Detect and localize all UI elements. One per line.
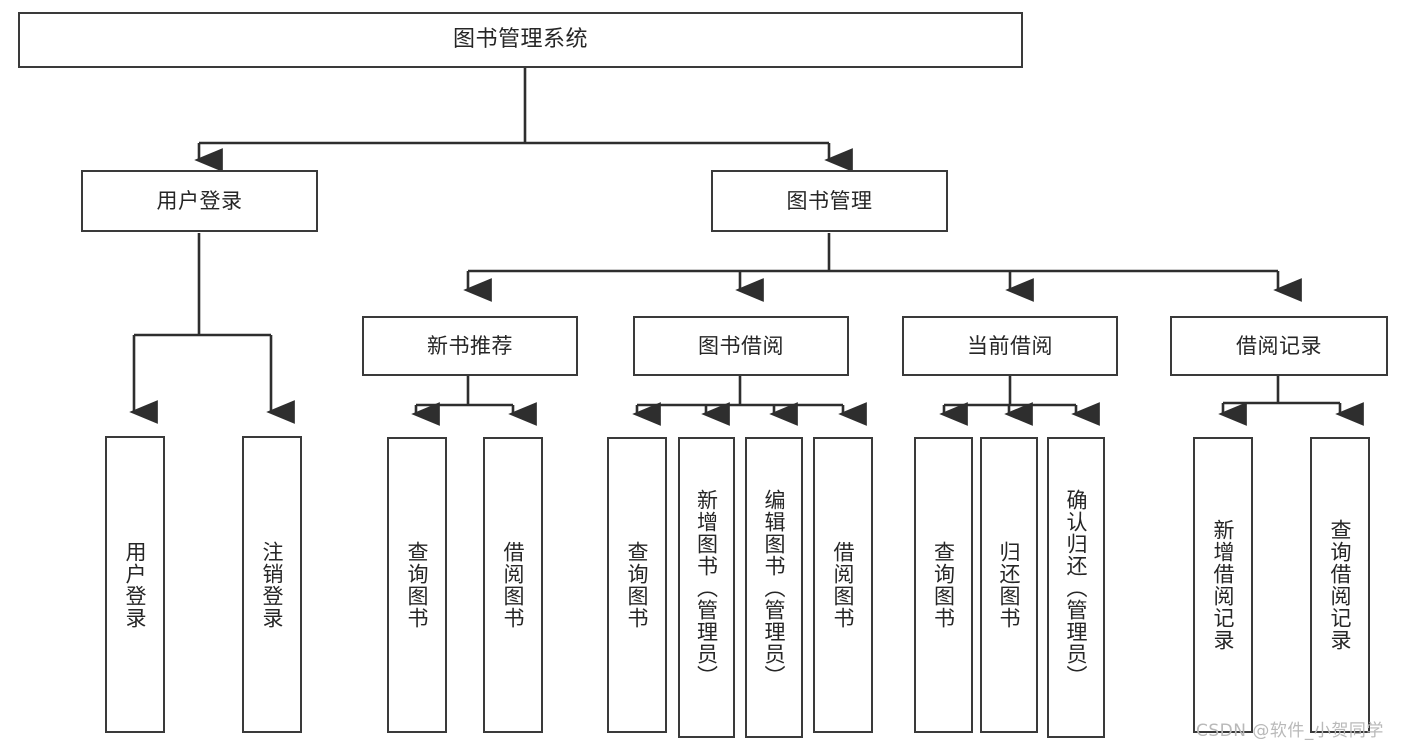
node-book-borrow[interactable]: 图书借阅: [633, 316, 849, 376]
leaf-label: 用户登录: [123, 540, 148, 629]
node-book-management[interactable]: 图书管理: [711, 170, 948, 232]
leaf-borrow-borrow-book[interactable]: 借阅图书: [813, 437, 873, 733]
leaf-label: 借阅图书: [501, 541, 526, 629]
leaf-label: 查询图书: [625, 541, 650, 629]
leaf-current-confirm-return-admin[interactable]: 确认归还（管理员）: [1047, 437, 1105, 738]
leaf-label: 查询借阅记录: [1328, 519, 1353, 651]
node-user-login[interactable]: 用户登录: [81, 170, 318, 232]
node-new-book-recommend[interactable]: 新书推荐: [362, 316, 578, 376]
leaf-current-return-book[interactable]: 归还图书: [980, 437, 1038, 733]
leaf-user-login-logout[interactable]: 注销登录: [242, 436, 302, 733]
leaf-current-query-book[interactable]: 查询图书: [914, 437, 973, 733]
leaf-label: 查询图书: [405, 541, 430, 629]
leaf-borrow-add-book-admin[interactable]: 新增图书（管理员）: [678, 437, 735, 738]
node-borrow-record[interactable]: 借阅记录: [1170, 316, 1388, 376]
leaf-label: 查询图书: [931, 541, 956, 629]
leaf-borrow-edit-book-admin[interactable]: 编辑图书（管理员）: [745, 437, 803, 738]
leaf-label: 编辑图书（管理员）: [762, 488, 787, 687]
leaf-label: 新增借阅记录: [1211, 519, 1236, 651]
leaf-borrow-query-book[interactable]: 查询图书: [607, 437, 667, 733]
leaf-user-login-login[interactable]: 用户登录: [105, 436, 165, 733]
leaf-label: 归还图书: [997, 541, 1022, 629]
leaf-label: 确认归还（管理员）: [1064, 488, 1089, 687]
leaf-recommend-borrow-book[interactable]: 借阅图书: [483, 437, 543, 733]
leaf-label: 注销登录: [260, 540, 285, 629]
node-current-borrow[interactable]: 当前借阅: [902, 316, 1118, 376]
leaf-label: 新增图书（管理员）: [694, 488, 719, 687]
leaf-label: 借阅图书: [831, 541, 856, 629]
leaf-recommend-query-book[interactable]: 查询图书: [387, 437, 447, 733]
node-root-system[interactable]: 图书管理系统: [18, 12, 1023, 68]
leaf-record-query-record[interactable]: 查询借阅记录: [1310, 437, 1370, 733]
leaf-record-add-record[interactable]: 新增借阅记录: [1193, 437, 1253, 733]
watermark-text: CSDN @软件_小贺同学: [1196, 721, 1384, 741]
